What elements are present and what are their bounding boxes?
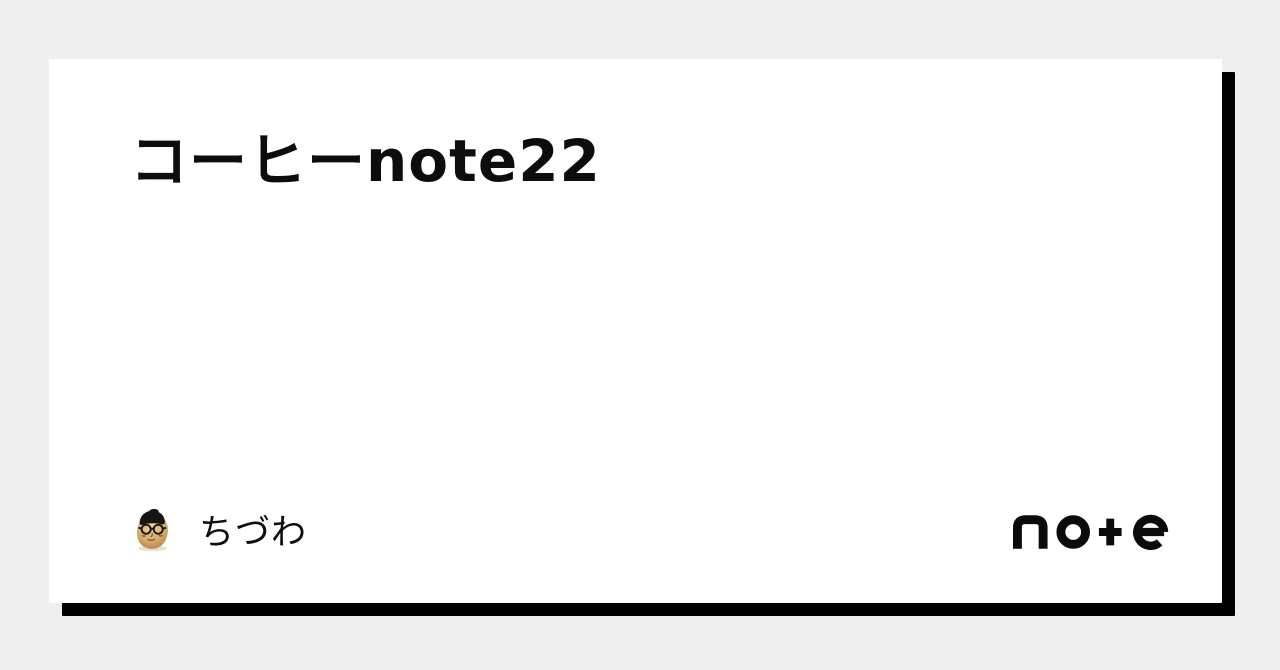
author-avatar-icon — [137, 508, 168, 551]
article-title: コーヒーnote22 — [130, 127, 601, 195]
author-name: ちづわ — [199, 512, 308, 553]
note-logo-letter-n — [1013, 515, 1048, 549]
note-logo — [1013, 514, 1169, 550]
note-logo-letter-t-plus — [1098, 518, 1122, 546]
note-logo-letter-o — [1056, 515, 1091, 549]
article-card: コーヒーnote22 — [49, 59, 1222, 603]
author-row: ちづわ — [130, 506, 308, 553]
note-logo-letter-e — [1133, 514, 1169, 550]
